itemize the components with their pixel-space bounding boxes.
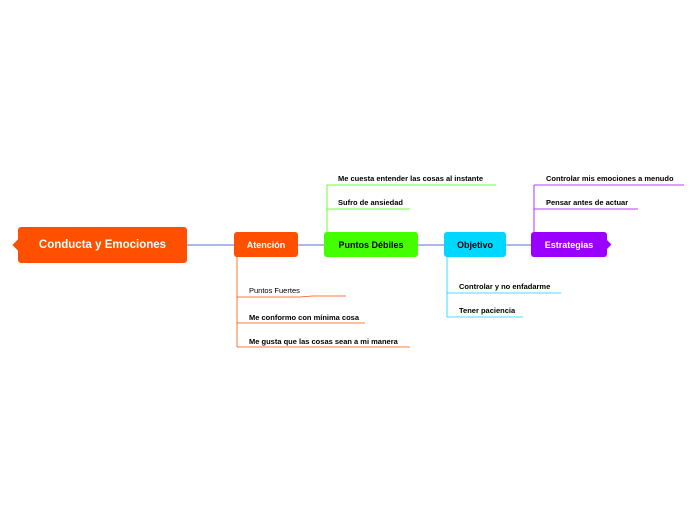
node-objetivo[interactable]: Objetivo <box>444 232 506 257</box>
branch-estrategias-lines <box>533 184 684 232</box>
node-estrategias[interactable]: Estrategias <box>531 232 607 257</box>
branch-objetivo-lines <box>446 257 561 318</box>
leaf-controlar-emociones[interactable]: Controlar mis emociones a menudo <box>546 174 674 183</box>
leaf-me-gusta[interactable]: Me gusta que las cosas sean a mi manera <box>249 337 398 346</box>
node-objetivo-label: Objetivo <box>456 239 493 250</box>
node-puntos-debiles[interactable]: Puntos Débiles <box>324 232 418 257</box>
branch-debiles-lines <box>326 184 496 232</box>
leaf-controlar-no-enfadarme[interactable]: Controlar y no enfadarme <box>459 282 551 291</box>
node-puntos-debiles-label: Puntos Débiles <box>338 239 404 250</box>
node-estrategias-label: Estrategias <box>544 239 594 250</box>
leaf-me-cuesta[interactable]: Me cuesta entender las cosas al instante <box>338 174 484 183</box>
node-atencion-label: Atención <box>246 239 286 250</box>
leaf-puntos-fuertes[interactable]: Puntos Fuertes <box>249 286 300 295</box>
leaf-pensar-antes[interactable]: Pensar antes de actuar <box>546 198 629 207</box>
leaf-me-conformo[interactable]: Me conformo con mínima cosa <box>249 313 360 322</box>
root-node[interactable]: Conducta y Emociones <box>18 227 187 263</box>
branch-atencion-lines <box>236 257 410 348</box>
leaf-tener-paciencia[interactable]: Tener paciencia <box>459 306 516 315</box>
node-atencion[interactable]: Atención <box>234 232 298 257</box>
root-node-label: Conducta y Emociones <box>38 239 167 251</box>
leaf-sufro-ansiedad[interactable]: Sufro de ansiedad <box>338 198 404 207</box>
